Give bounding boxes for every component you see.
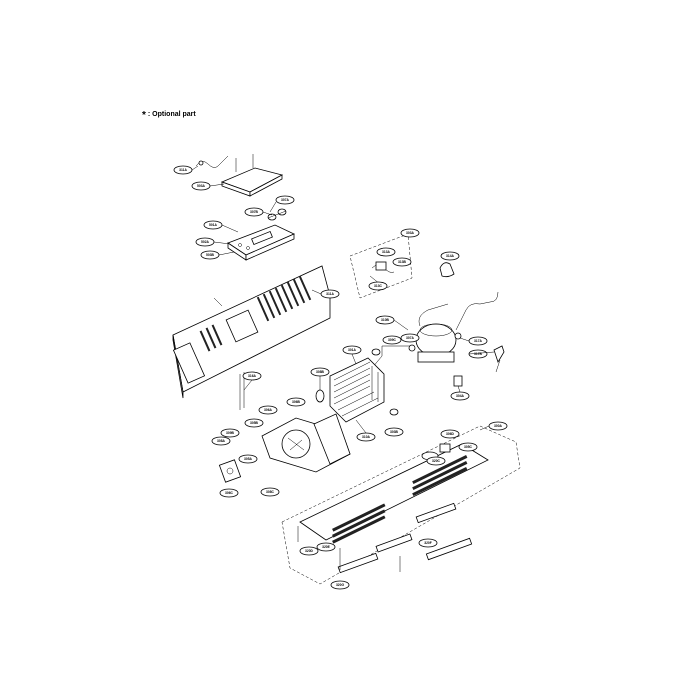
- label-503B: 503B: [200, 250, 220, 260]
- svg-text:320D: 320D: [305, 549, 314, 553]
- svg-text:300A: 300A: [494, 424, 503, 428]
- svg-text:303A: 303A: [406, 231, 415, 235]
- svg-text:308C: 308C: [266, 490, 275, 494]
- label-503A: 503A: [191, 181, 211, 191]
- svg-text:313A: 313A: [382, 250, 391, 254]
- label-314A: 314A: [440, 251, 460, 261]
- label-306B: 306B: [286, 397, 306, 407]
- svg-text:320C: 320C: [432, 459, 441, 463]
- label-310A: 310A: [356, 432, 376, 442]
- label-305B: 305B: [244, 418, 264, 428]
- label-316A: 316A: [242, 371, 262, 381]
- label-320D: 320D: [299, 546, 319, 556]
- optional-part-group: [349, 233, 413, 299]
- svg-text:313B: 313B: [398, 260, 407, 264]
- svg-text:320F: 320F: [424, 541, 432, 545]
- svg-text:303B: 303B: [390, 430, 399, 434]
- svg-text:308A: 308A: [217, 439, 226, 443]
- label-309C: 309C: [382, 335, 402, 345]
- svg-text:306A: 306A: [264, 408, 273, 412]
- top-cover-plate: [195, 154, 284, 197]
- svg-text:306B: 306B: [292, 400, 301, 404]
- label-313A: 313A: [376, 247, 396, 257]
- label-305C: 305C: [458, 442, 478, 452]
- svg-text:320E: 320E: [322, 545, 331, 549]
- svg-text:313C: 313C: [374, 284, 383, 288]
- label-306C: 306C: [219, 488, 239, 498]
- label-301A: 301A: [342, 345, 362, 355]
- svg-text:317A: 317A: [474, 339, 483, 343]
- svg-text:501A: 501A: [209, 223, 218, 227]
- leader-lines: [191, 165, 495, 434]
- svg-text:502A: 502A: [201, 240, 210, 244]
- label-303B: 303B: [384, 427, 404, 437]
- label-300A: 300A: [488, 421, 508, 431]
- label-303A: 303A: [400, 228, 420, 238]
- label-313C: 313C: [368, 281, 388, 291]
- label-308A: 308A: [211, 436, 231, 446]
- svg-text:311A: 311A: [326, 292, 334, 296]
- svg-text:307A: 307A: [406, 336, 415, 340]
- svg-text:310B: 310B: [381, 318, 390, 322]
- fan-shroud-assembly: [218, 372, 351, 483]
- control-board-assembly: [227, 208, 295, 261]
- svg-text:309B: 309B: [226, 431, 235, 435]
- label-304A: 304A: [450, 391, 470, 401]
- svg-text:307A: 307A: [281, 198, 290, 202]
- label-320E: 320E: [316, 542, 336, 552]
- label-501A: 501A: [203, 220, 223, 230]
- svg-text:307B: 307B: [250, 210, 259, 214]
- label-309B: 309B: [220, 428, 240, 438]
- optional-part-text: : Optional part: [147, 111, 196, 118]
- condenser-coil: [315, 348, 399, 423]
- base-plate: [281, 425, 521, 585]
- svg-text:306C: 306C: [225, 491, 234, 495]
- label-305A: 305A: [238, 454, 258, 464]
- svg-text:304A: 304A: [456, 394, 465, 398]
- svg-text:306D: 306D: [446, 432, 455, 436]
- optional-part-note: *: Optional part: [142, 110, 196, 121]
- label-306D: 306D: [440, 429, 460, 439]
- label-307A-compressor: 307A: [400, 333, 420, 343]
- label-320G: 320G: [330, 580, 350, 590]
- label-310B: 310B: [375, 315, 395, 325]
- label-311A-mid: 311A: [320, 289, 340, 299]
- svg-text:305A: 305A: [244, 457, 253, 461]
- label-306A: 306A: [258, 405, 278, 415]
- svg-text:305B: 305B: [250, 421, 259, 425]
- compressor-assembly: [371, 291, 505, 387]
- svg-text:503A: 503A: [197, 184, 206, 188]
- svg-text:311A: 311A: [179, 168, 187, 172]
- label-308C: 308C: [260, 487, 280, 497]
- label-320F: 320F: [418, 538, 438, 548]
- label-313B: 313B: [392, 257, 412, 267]
- svg-text:320G: 320G: [336, 583, 345, 587]
- svg-text:305C: 305C: [464, 445, 473, 449]
- fan-motor-bracket: [439, 262, 455, 278]
- svg-text:317B: 317B: [474, 352, 483, 356]
- svg-text:314A: 314A: [446, 254, 455, 258]
- label-502A: 502A: [195, 237, 215, 247]
- label-307B: 307B: [244, 207, 264, 217]
- svg-text:309C: 309C: [388, 338, 397, 342]
- svg-text:316A: 316A: [248, 374, 257, 378]
- svg-text:310A: 310A: [362, 435, 371, 439]
- label-308B: 308B: [310, 367, 330, 377]
- optional-star-marker: *: [142, 110, 146, 121]
- label-311A-top: 311A: [173, 165, 193, 175]
- svg-text:308B: 308B: [316, 370, 325, 374]
- label-317A: 317A: [468, 336, 488, 346]
- svg-text:503B: 503B: [206, 253, 215, 257]
- main-back-panel: [172, 265, 331, 399]
- svg-text:301A: 301A: [348, 348, 357, 352]
- label-307A: 307A: [275, 195, 295, 205]
- label-320C: 320C: [426, 456, 446, 466]
